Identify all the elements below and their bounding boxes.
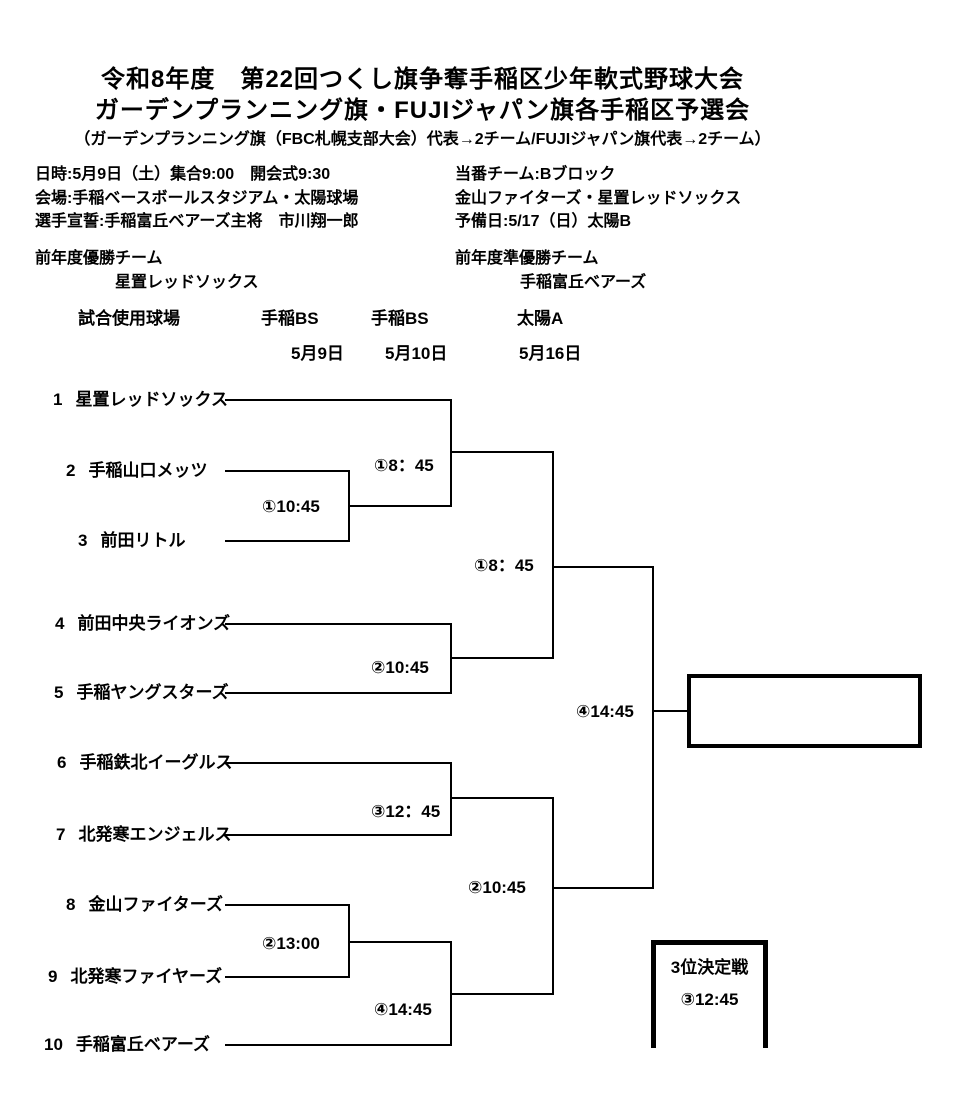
third-place-time: ③12:45 [680,990,739,1009]
round2a-bracket-vertical [450,399,452,507]
prev-champion-team: 星置レッドソックス [115,274,259,291]
player-oath: 選手宣誓:手稲富丘ベアーズ主将 市川翔一郎 [35,213,359,230]
team-row-10: 10 手稲富丘ベアーズ [44,1035,210,1055]
match-time-final: ④14:45 [576,702,634,721]
page-title: 令和8年度 第22回つくし旗争奪手稲区少年軟式野球大会 [100,66,745,93]
team-row-1: 1 星置レッドソックス [53,390,228,410]
bracket-line-team1 [225,399,452,401]
team-name: 手稲富丘ベアーズ [75,1035,211,1054]
match-time-round1-a: ①10:45 [262,497,320,516]
venue-col-2: 手稲BS [371,309,429,328]
match1-winner-line [348,505,452,507]
semifinal2-winner-line [552,887,654,889]
page-subtitle: ガーデンプランニング旗・FUJIジャパン旗各手稲区予選会 [94,97,751,124]
header: 令和8年度 第22回つくし旗争奪手稲区少年軟式野球大会 ガーデンプランニング旗・… [0,64,845,151]
team-seed: 2 [66,461,76,480]
venue-col-1: 手稲BS [261,309,319,328]
team-row-2: 2 手稲山口メッツ [66,461,207,481]
team-row-5: 5 手稲ヤングスターズ [54,683,229,703]
team-seed: 5 [54,683,64,702]
duty-teams: 金山ファイターズ・星置レッドソックス [455,189,742,207]
date-col-2: 5月10日 [385,344,448,363]
duty-block: 当番チーム:Bブロック [455,166,616,183]
team-name: 前田中央ライオンズ [77,614,231,633]
team-name: 手稲山口メッツ [88,461,208,480]
team-seed: 9 [48,967,58,986]
team-name: 手稲鉄北イーグルス [79,753,233,772]
champion-box [687,674,922,748]
team-row-3: 3 前田リトル [78,531,185,551]
match-time-round2-b: ②10:45 [371,658,429,677]
match-time-round2-c: ③12：45 [371,802,441,821]
round2a-winner-line [450,451,554,453]
team-seed: 7 [56,825,66,844]
bracket-line-team8 [225,904,350,906]
semifinal1-bracket-vertical [552,451,554,659]
prev-runnerup-team: 手稲富丘ベアーズ [520,274,647,291]
bracket-line-team10 [225,1044,452,1046]
match-time-round2-d: ④14:45 [374,1000,432,1019]
team-seed: 4 [55,614,65,633]
date-col-1: 5月9日 [291,344,344,363]
team-row-9: 9 北発寒ファイヤーズ [48,967,222,987]
third-place-box: 3位決定戦 ③12:45 [651,940,768,1048]
match-time-round1-b: ②13:00 [262,934,320,953]
round2d-winner-line [450,993,554,995]
team-row-4: 4 前田中央ライオンズ [55,614,230,634]
match-time-semifinal-b: ②10:45 [468,878,526,897]
team-name: 北発寒ファイヤーズ [70,967,223,986]
bracket-line-team4 [225,623,452,625]
bracket-line-team5 [225,692,452,694]
schedule-header: 試合使用球場 [78,309,180,328]
semifinal2-bracket-vertical [552,797,554,995]
prev-runnerup-label: 前年度準優勝チーム [455,250,599,267]
qualification-note: （ガーデンプランニング旗（FBC札幌支部大会）代表→2チーム/FUJIジャパン旗… [74,131,771,148]
team-name: 星置レッドソックス [75,390,228,409]
match-time-semifinal-a: ①8：45 [474,556,534,575]
event-venue: 会場:手稲ベースボールスタジアム・太陽球場 [35,189,359,207]
prev-champion-label: 前年度優勝チーム [35,250,163,267]
team-seed: 3 [78,531,88,550]
team-name: 前田リトル [100,531,186,550]
team-name: 金山ファイターズ [88,895,223,914]
date-col-3: 5月16日 [519,344,582,363]
team-seed: 6 [57,753,67,772]
round2c-winner-line [450,797,554,799]
venue-col-3: 太陽A [517,309,564,328]
bracket-line-team6 [225,762,452,764]
team-name: 手稲ヤングスターズ [76,683,229,702]
final-winner-line [652,710,687,712]
bracket-line-team2 [225,470,350,472]
bracket-line-team3 [225,540,350,542]
team-row-7: 7 北発寒エンジェルス [56,825,231,845]
team-seed: 10 [44,1035,63,1054]
round2c-bracket-vertical [450,762,452,836]
bracket-line-team9 [225,976,350,978]
team-row-6: 6 手稲鉄北イーグルス [57,753,232,773]
reserve-day: 予備日:5/17（日）太陽B [455,213,632,230]
team-name: 北発寒エンジェルス [78,825,232,844]
match-time-round2-a: ①8：45 [374,456,434,475]
third-place-title: 3位決定戦 [670,958,749,977]
round2b-winner-line [450,657,554,659]
team-seed: 1 [53,390,63,409]
semifinal1-winner-line [552,566,654,568]
team-row-8: 8 金山ファイターズ [66,895,223,915]
final-bracket-vertical [652,566,654,889]
event-datetime: 日時:5月9日（土）集合9:00 開会式9:30 [35,166,331,183]
team-seed: 8 [66,895,76,914]
event-info-right: 当番チーム:Bブロック 金山ファイターズ・星置レッドソックス 予備日:5/17（… [455,163,741,234]
match2-winner-line [348,941,452,943]
bracket-line-team7 [225,834,452,836]
event-info-left: 日時:5月9日（土）集合9:00 開会式9:30 会場:手稲ベースボールスタジア… [35,163,359,234]
